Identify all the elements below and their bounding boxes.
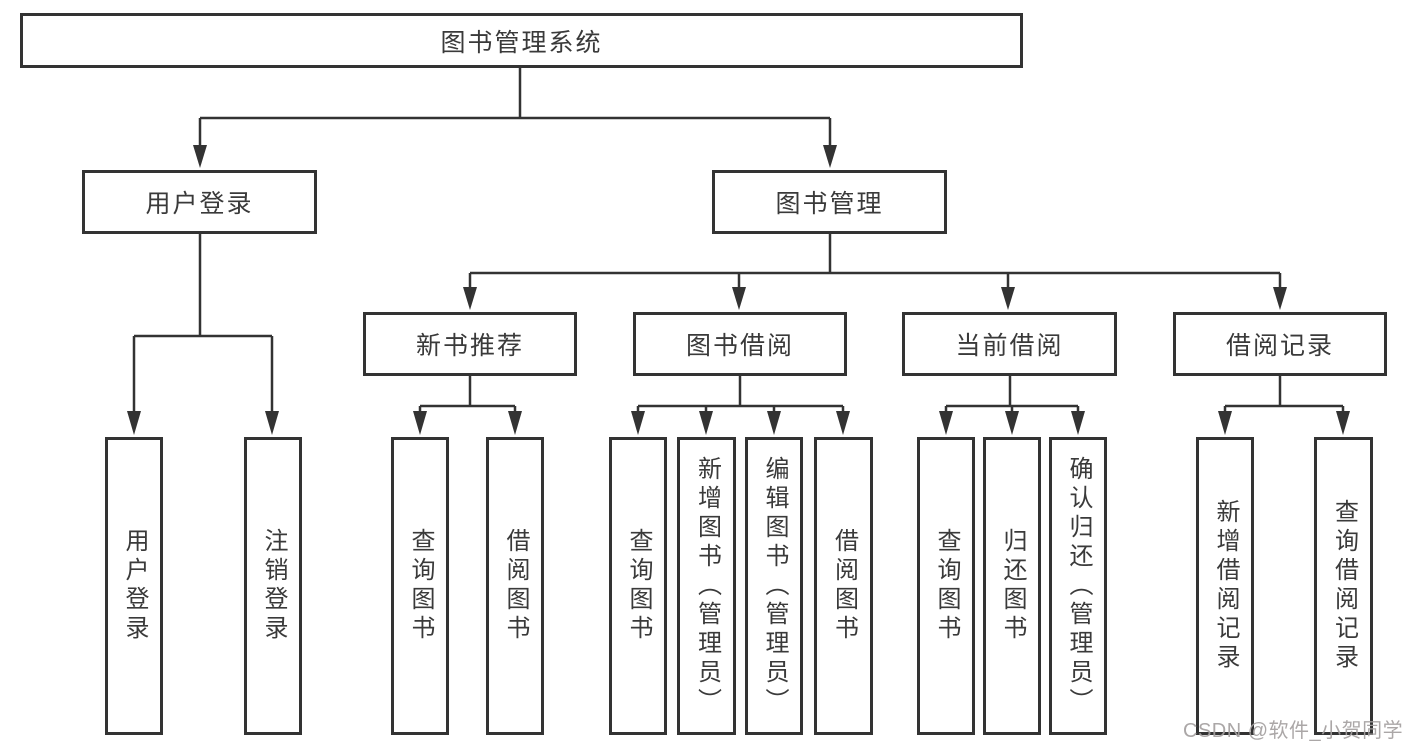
branch-book-management-to-level3: [463, 234, 1287, 310]
arrowhead: [463, 287, 477, 310]
leaf-query-books-current: 查询图书: [917, 437, 975, 735]
arrowhead: [1001, 287, 1015, 310]
node-book-management: 图书管理: [712, 170, 947, 234]
arrowhead: [1336, 411, 1350, 435]
leaf-borrow-book: 借阅图书: [814, 437, 873, 735]
leaf-query-borrow-record: 查询借阅记录: [1314, 437, 1373, 735]
leaf-query-books-recommend: 查询图书: [391, 437, 449, 735]
arrowhead: [265, 411, 279, 435]
node-new-book-recommend: 新书推荐: [363, 312, 577, 376]
arrowhead: [836, 411, 850, 435]
arrowhead: [1005, 411, 1019, 435]
node-book-borrow: 图书借阅: [633, 312, 847, 376]
leaf-return-book: 归还图书: [983, 437, 1041, 735]
leaf-add-book-admin: 新增图书（管理员）: [677, 437, 736, 735]
arrowhead: [939, 411, 953, 435]
branch-borrow-records-to-leaves: [1218, 376, 1350, 435]
leaf-add-borrow-record: 新增借阅记录: [1196, 437, 1254, 735]
leaf-logout: 注销登录: [244, 437, 302, 735]
node-library-system: 图书管理系统: [20, 13, 1023, 68]
csdn-watermark: CSDN @软件_小贺同学: [1183, 720, 1404, 742]
arrowhead: [767, 411, 781, 435]
arrowhead: [193, 145, 207, 168]
arrowhead: [1273, 287, 1287, 310]
branch-book-borrow-to-leaves: [631, 376, 850, 435]
arrowhead: [413, 411, 427, 435]
branch-current-borrow-to-leaves: [939, 376, 1085, 435]
arrowhead: [699, 411, 713, 435]
branch-root-to-level2: [193, 68, 837, 168]
arrowhead: [631, 411, 645, 435]
leaf-borrow-books-recommend: 借阅图书: [486, 437, 544, 735]
branch-new-books-to-leaves: [413, 376, 522, 435]
arrowhead: [732, 287, 746, 310]
arrowhead: [127, 411, 141, 435]
node-borrow-records: 借阅记录: [1173, 312, 1387, 376]
branch-user-login-to-leaves: [127, 234, 279, 435]
leaf-query-books-borrow: 查询图书: [609, 437, 667, 735]
node-current-borrow: 当前借阅: [902, 312, 1117, 376]
arrowhead: [508, 411, 522, 435]
leaf-user-login: 用户登录: [105, 437, 163, 735]
node-user-login: 用户登录: [82, 170, 317, 234]
leaf-confirm-return-admin: 确认归还（管理员）: [1049, 437, 1107, 735]
arrowhead: [1071, 411, 1085, 435]
arrowhead: [1218, 411, 1232, 435]
leaf-edit-book-admin: 编辑图书（管理员）: [745, 437, 803, 735]
arrowhead: [823, 145, 837, 168]
